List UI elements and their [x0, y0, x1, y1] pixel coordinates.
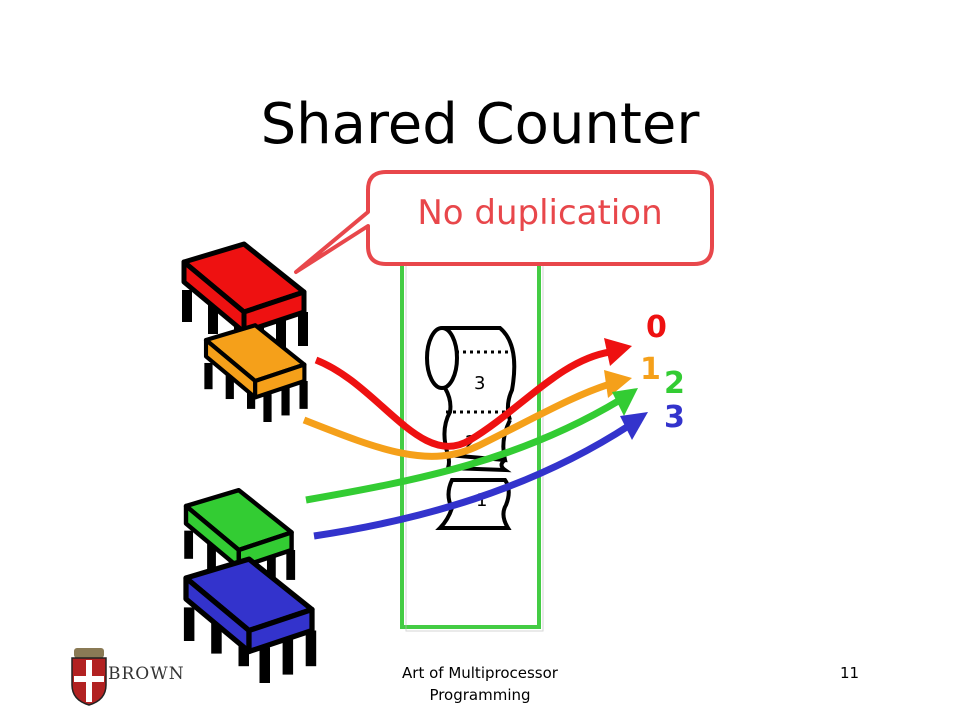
thread-arrow-orange [302, 370, 632, 460]
callout-bubble [294, 170, 714, 274]
value-3: 3 [664, 400, 685, 435]
slide-title: Shared Counter [260, 92, 700, 157]
course-title: Art of Multiprocessor Programming [350, 662, 610, 706]
callout-text: No duplication [417, 193, 663, 233]
value-0: 0 [646, 310, 667, 345]
slide-number: 11 [840, 664, 860, 682]
thread-arrow-green [305, 388, 638, 504]
value-2: 2 [664, 366, 685, 401]
roll-label-1: 1 [476, 490, 487, 511]
value-1: 1 [640, 352, 661, 387]
processor-chip-icon [204, 325, 307, 422]
roll-label-3: 3 [474, 373, 485, 394]
processor-chip-icon [184, 559, 316, 683]
thread-arrow-red [314, 338, 632, 450]
course-title-line1: Art of Multiprocessor [402, 664, 558, 682]
course-title-line2: Programming [429, 686, 531, 704]
thread-arrow-blue [313, 412, 648, 540]
brown-shield-icon [71, 648, 107, 706]
brown-logo-text: BROWN [108, 664, 185, 684]
